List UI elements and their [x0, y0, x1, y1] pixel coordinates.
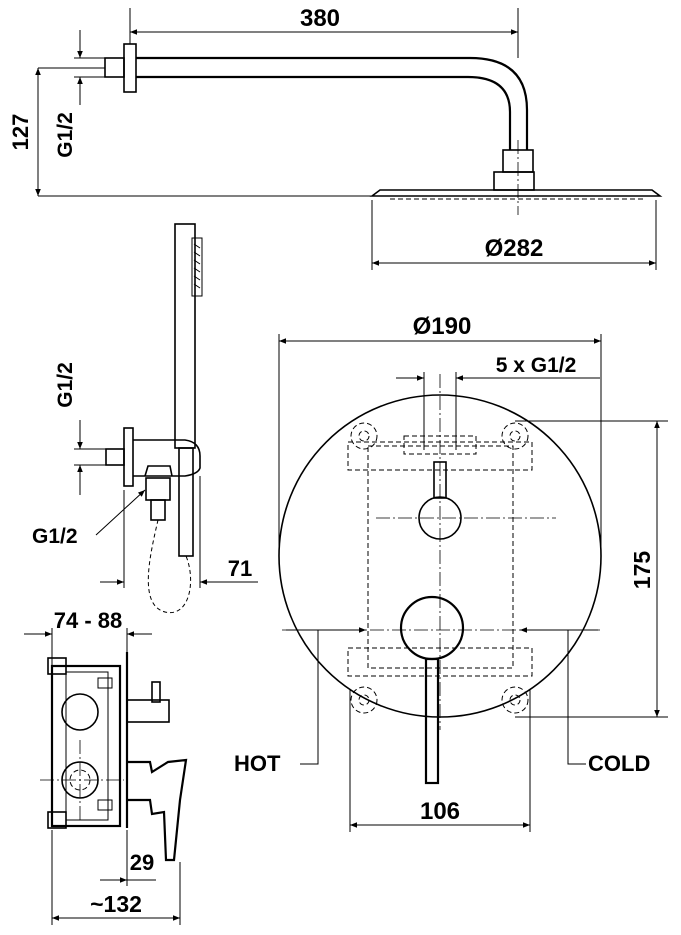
dim-plate-diameter: Ø190 — [413, 313, 472, 340]
side-diverter-body — [126, 699, 170, 723]
mount-hole-bl — [358, 694, 370, 706]
hand-shower-handle-end — [178, 447, 194, 557]
dim-total-depth: ~132 — [90, 891, 142, 917]
box-inner — [65, 671, 109, 821]
dim-arm-height: 127 — [8, 114, 33, 151]
mixer-front-view: Ø190 5 x G1/2 175 106 HOT COLD — [234, 313, 668, 832]
dim-arm-thread: G1/2 — [54, 112, 77, 158]
dim-arm-length: 380 — [300, 5, 340, 32]
shower-arm-tube-inner — [136, 75, 512, 150]
shower-arm-tube — [136, 56, 529, 150]
leader-outlet-thread — [95, 489, 146, 536]
side-diverter-knob — [151, 681, 161, 703]
box-body — [50, 664, 122, 828]
side-lever — [127, 758, 188, 862]
side-bottom-nut — [47, 811, 67, 829]
dim-plate-width: 106 — [420, 798, 460, 825]
side-bottom-clip — [97, 799, 113, 811]
mount-hole-br — [509, 694, 521, 706]
mount-ear-tr — [501, 422, 529, 450]
hot-leader — [300, 630, 319, 765]
mount-ear-bl — [350, 686, 378, 714]
side-top-clip — [97, 677, 113, 689]
mount-hole-tl — [358, 430, 370, 442]
outlet-stub — [150, 499, 166, 521]
outlet-elbow — [144, 465, 173, 477]
mount-ear-br — [501, 686, 529, 714]
dim-holder-thread: G1/2 — [54, 362, 77, 408]
holder-thread — [105, 448, 125, 466]
head-nut — [493, 171, 535, 191]
dim-lever-projection: 29 — [130, 850, 154, 875]
mount-hole-tr — [509, 430, 521, 442]
hand-shower-view: G1/2 G1/2 71 — [32, 223, 258, 614]
label-hot: HOT — [234, 751, 281, 776]
holder-body — [133, 439, 201, 477]
mixer-side-view: 74 - 88 29 ~132 — [24, 608, 188, 925]
concealed-box — [367, 445, 514, 669]
dim-body-depth: 74 - 88 — [54, 608, 123, 633]
mount-ear-tl — [350, 422, 378, 450]
side-top-nut — [47, 657, 67, 675]
hose — [147, 519, 192, 614]
wall-flange — [123, 43, 137, 93]
dim-plate-height: 175 — [629, 551, 655, 590]
dim-outlets: 5 x G1/2 — [496, 354, 577, 377]
holder-flange — [123, 427, 134, 487]
label-cold: COLD — [588, 751, 650, 776]
dim-outlet-thread: G1/2 — [32, 525, 78, 548]
dim-holder-projection: 71 — [228, 556, 252, 581]
hand-shower-grip — [191, 237, 203, 297]
arm-thread-stub — [104, 57, 125, 78]
dim-head-diameter: Ø282 — [485, 235, 544, 262]
shower-arm-view: 380 127 G1/2 Ø282 — [8, 5, 663, 270]
outlet-nut — [145, 477, 171, 501]
grip-texture — [193, 243, 201, 289]
lever-handle — [424, 657, 440, 785]
shower-head — [369, 189, 663, 197]
lever-rosette — [399, 595, 465, 661]
cold-leader — [567, 630, 586, 765]
side-diverter-port — [61, 693, 99, 731]
